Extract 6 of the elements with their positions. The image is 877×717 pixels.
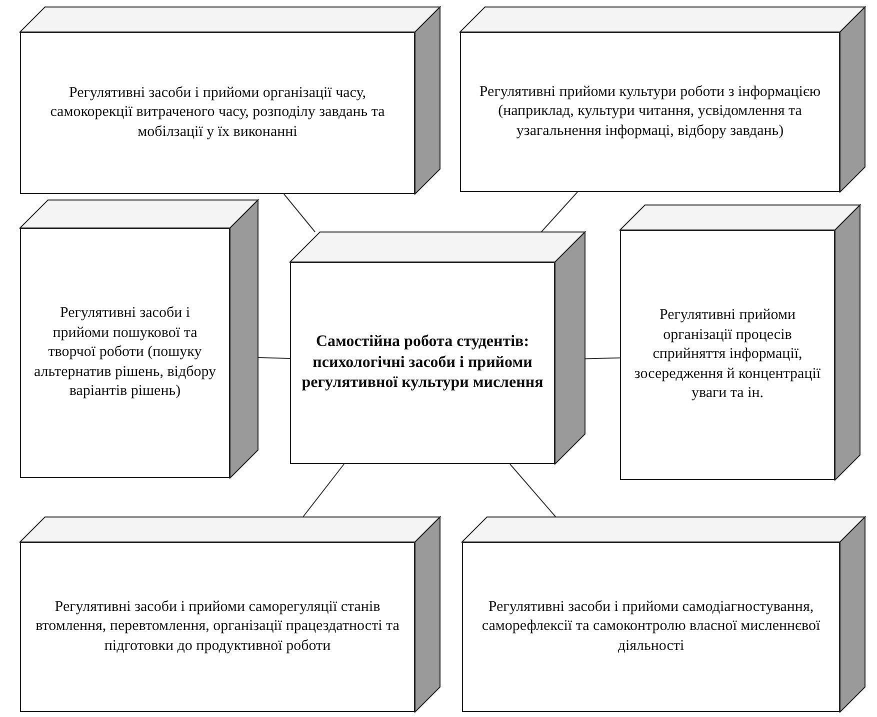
- connector-line: [509, 464, 556, 518]
- connector-line: [258, 356, 290, 360]
- connector-line: [584, 357, 620, 360]
- connector-line: [540, 192, 578, 232]
- connector-line: [302, 464, 345, 518]
- connector-line: [283, 194, 316, 232]
